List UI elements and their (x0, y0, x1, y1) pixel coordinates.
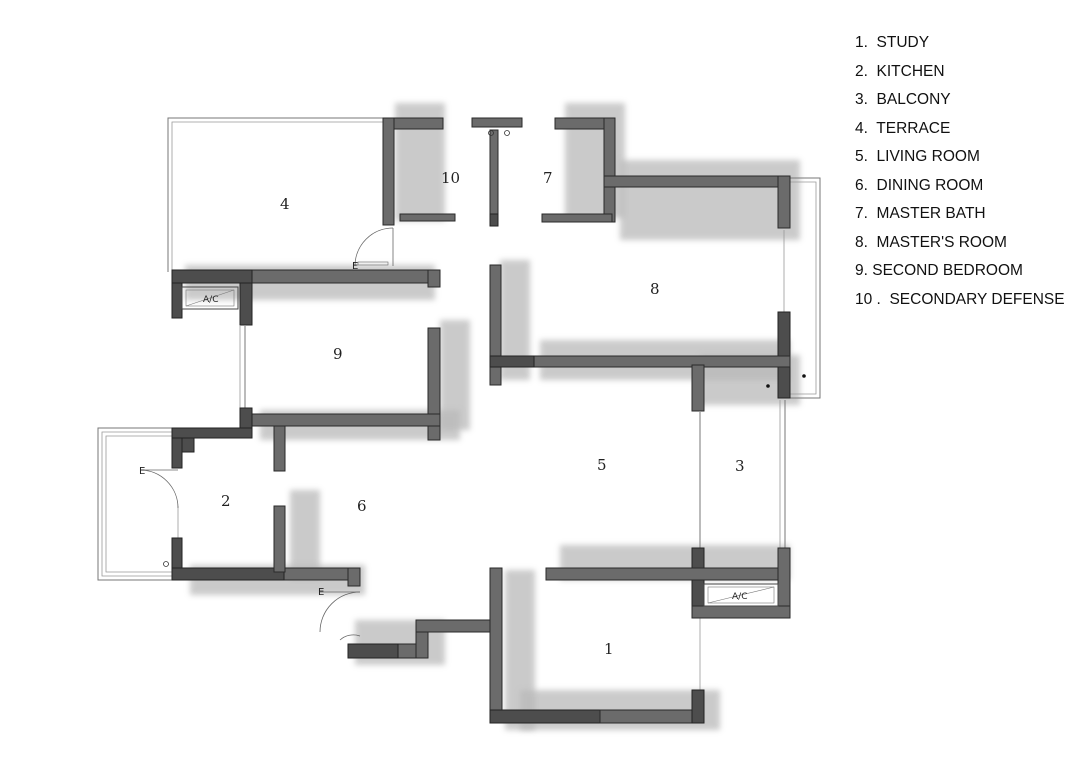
room-label-balcony: 3 (735, 457, 745, 475)
room-label-living-room: 5 (597, 456, 607, 474)
room-label-kitchen: 2 (221, 492, 231, 510)
legend-item: 3. BALCONY (855, 91, 951, 108)
ac-unit-bottom: A/C (703, 583, 779, 607)
legend-item: 8. MASTER'S ROOM (855, 233, 1007, 251)
legend-item: 2. KITCHEN (855, 62, 945, 80)
room-label-dining-room: 6 (357, 497, 367, 515)
legend-item: 1. STUDY (855, 34, 930, 51)
room-label-terrace: 4 (280, 195, 290, 213)
ac-label-bottom: A/C (732, 592, 747, 602)
room-label-secondary-defense: 10 (441, 169, 460, 187)
legend-item: 4. TERRACE (855, 119, 951, 137)
door-mark-e: E (318, 587, 324, 598)
room-labels: 1 2 3 4 5 6 7 8 9 10 (221, 169, 745, 658)
legend-item: 10 . SECONDARY DEFENSE (855, 290, 1065, 308)
ac-label-top: A/C (203, 295, 218, 305)
legend-item: 5. LIVING ROOM (855, 148, 980, 165)
room-label-master-bath: 7 (543, 169, 553, 187)
balcony-outlines (97, 117, 821, 690)
legend-item: 6. DINING ROOM (855, 176, 984, 194)
room-label-second-bedroom: 9 (333, 345, 343, 363)
ac-unit-top: A/C (181, 286, 239, 310)
door-mark-e: E (139, 466, 145, 477)
room-label-study: 1 (604, 640, 614, 658)
legend-item: 7. MASTER BATH (855, 205, 986, 222)
room-label-masters-room: 8 (650, 280, 660, 298)
doors: E E E (139, 130, 806, 641)
legend-item: 9. SECOND BEDROOM (855, 262, 1023, 279)
door-mark-e: E (352, 261, 358, 272)
walls (171, 117, 791, 724)
room-legend: 1. STUDY 2. KITCHEN 3. BALCONY 4. TERRAC… (855, 32, 1065, 317)
